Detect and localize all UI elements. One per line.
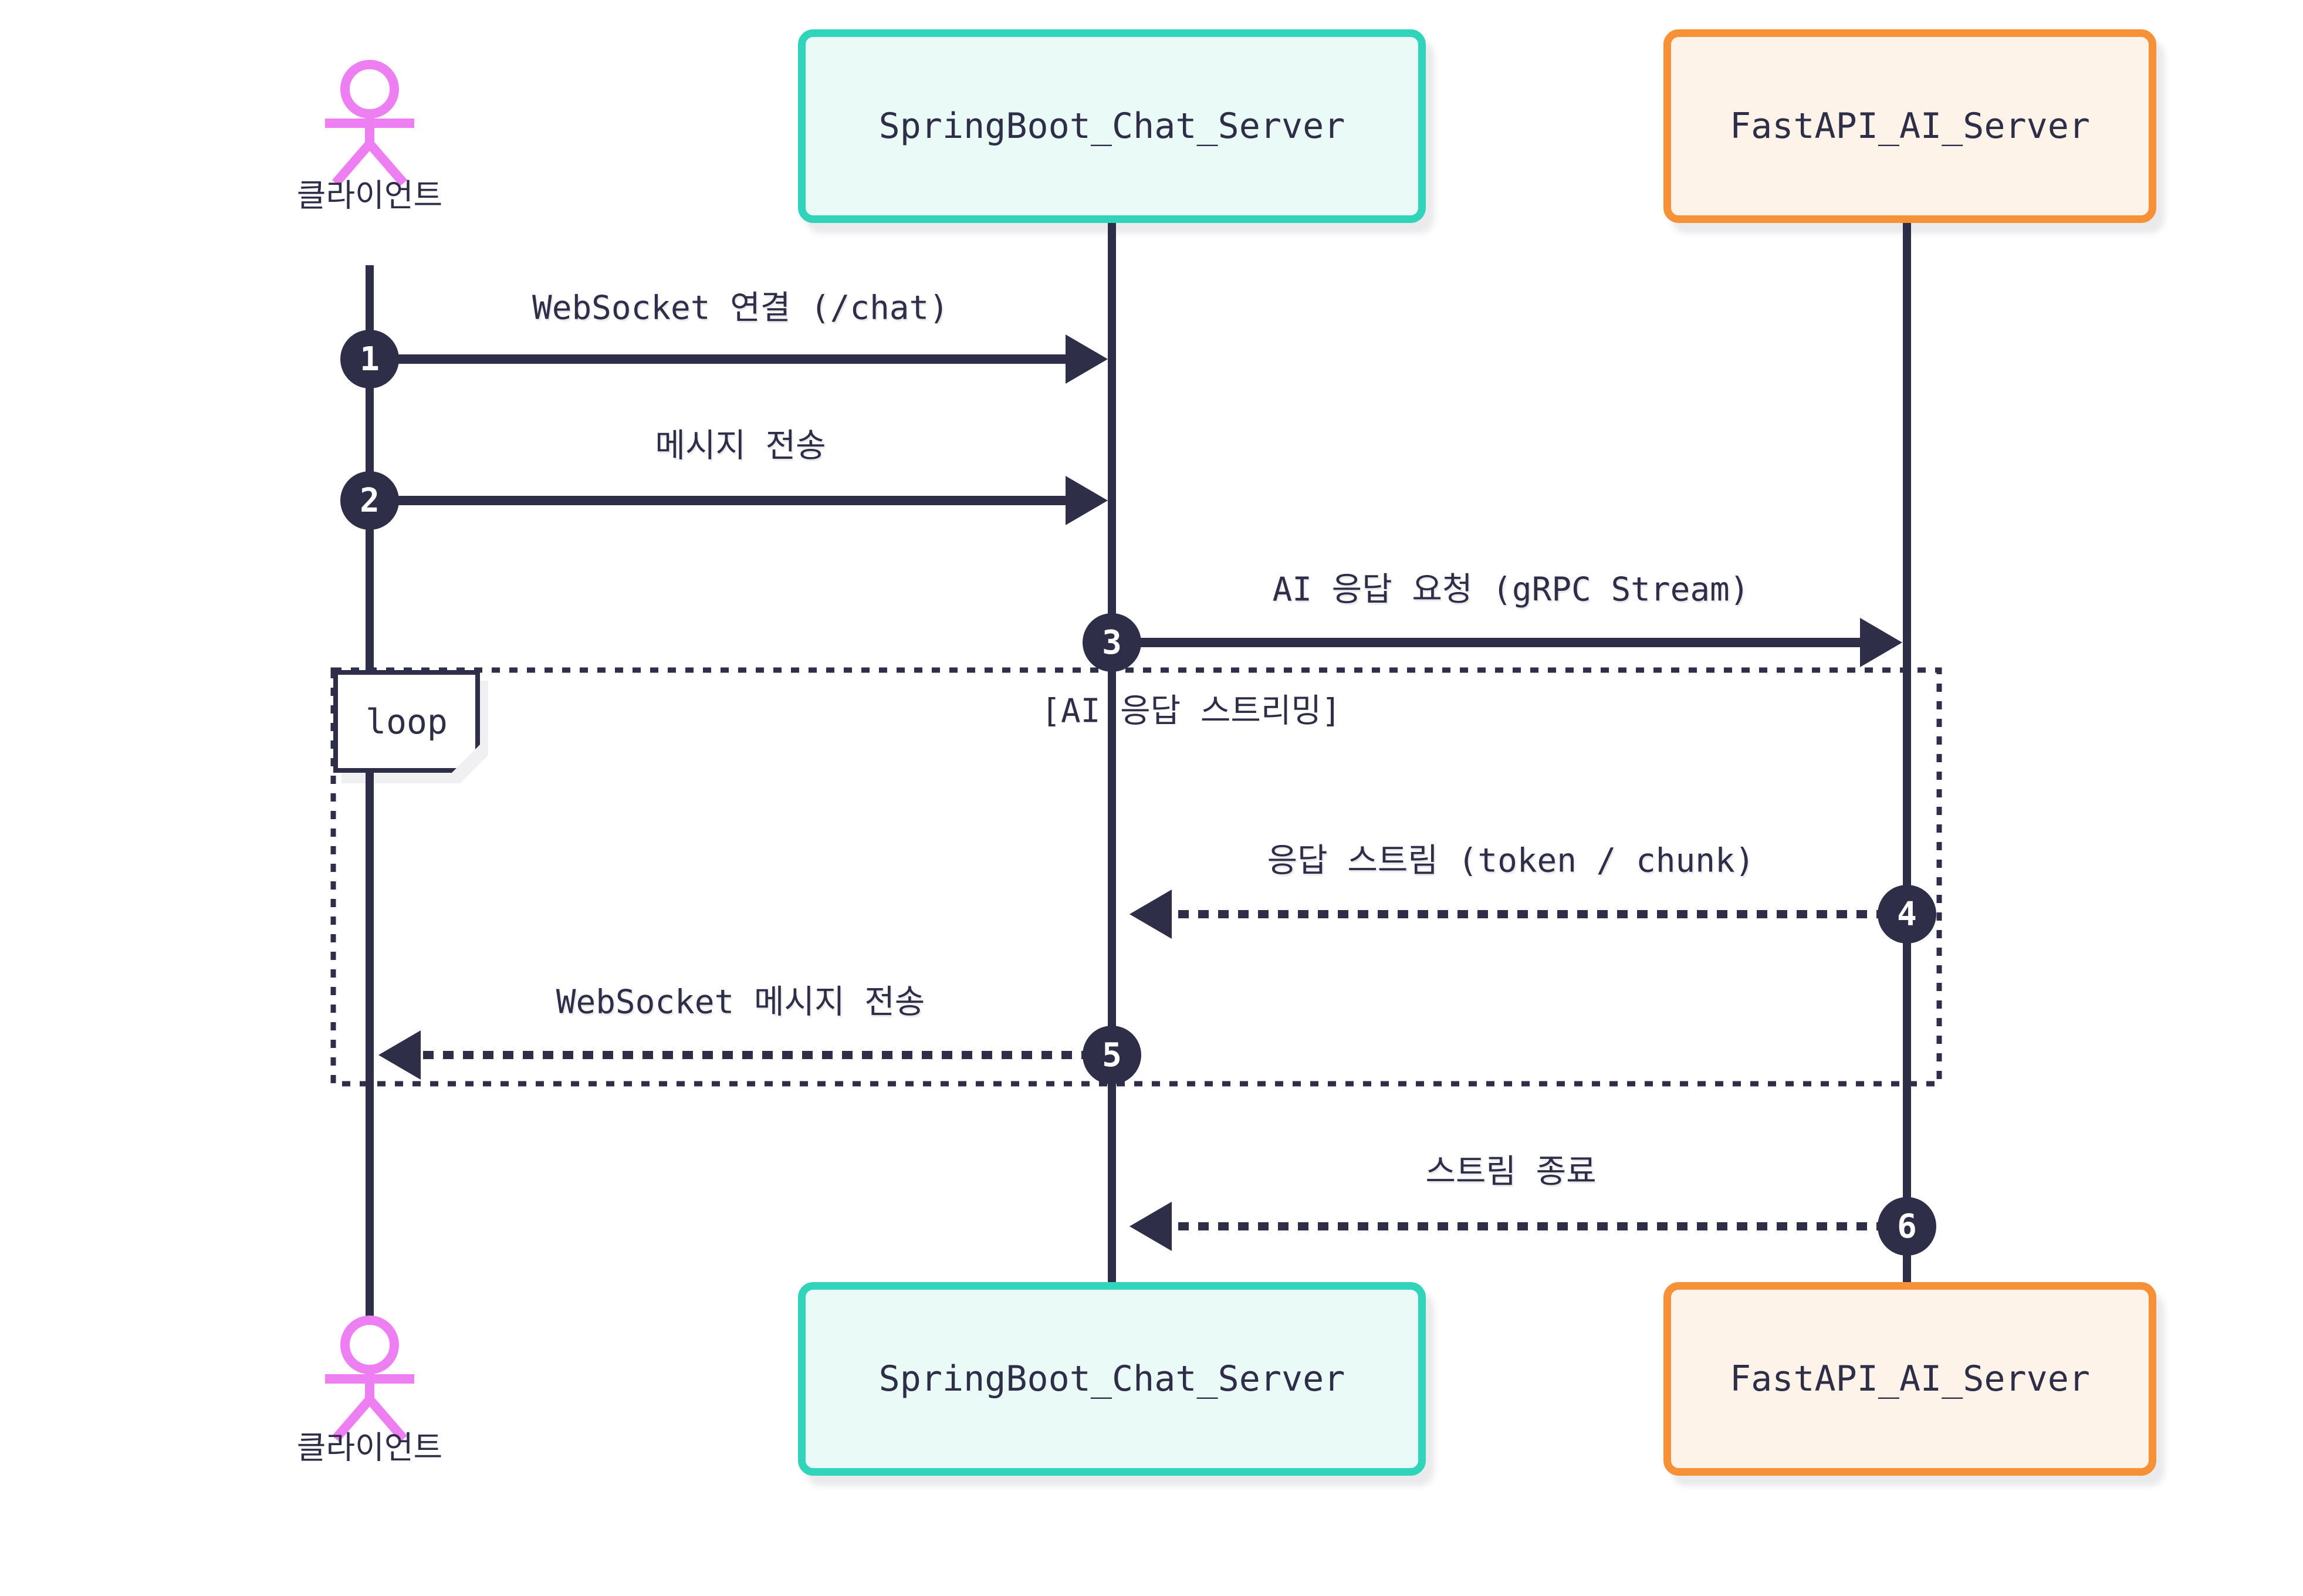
actor-leg-left <box>332 140 374 187</box>
actor-icon <box>325 60 414 187</box>
sequence-number-2: 2 <box>340 471 399 530</box>
loop-label-text: loop <box>366 701 448 742</box>
participant-springboot-top: SpringBoot_Chat_Server <box>798 29 1426 223</box>
actor-head <box>340 60 399 119</box>
actor-label-client-top: 클라이언트 <box>296 177 443 214</box>
sequence-number-6: 6 <box>1878 1197 1936 1256</box>
loop-condition: [AI 응답 스트리밍] <box>1041 692 1341 731</box>
participant-springboot-label: SpringBoot_Chat_Server <box>878 1358 1345 1399</box>
message-label-5: WebSocket 메시지 전송 <box>556 983 925 1022</box>
actor-leg-right <box>366 1396 408 1442</box>
message-label-1: WebSocket 연결 (/chat) <box>532 289 949 327</box>
participant-fastapi-bottom: FastAPI_AI_Server <box>1663 1282 2156 1476</box>
sequence-number-4: 4 <box>1878 885 1936 944</box>
participant-fastapi-top: FastAPI_AI_Server <box>1663 29 2156 223</box>
message-label-4: 응답 스트림 (token / chunk) <box>1267 841 1755 880</box>
arrow-6-head <box>1129 1202 1172 1251</box>
sequence-number-5: 5 <box>1083 1026 1141 1084</box>
participant-springboot-label: SpringBoot_Chat_Server <box>878 106 1345 147</box>
actor-leg-left <box>332 1396 374 1442</box>
arrow-5-head <box>378 1030 421 1080</box>
message-label-2: 메시지 전송 <box>655 427 826 465</box>
actor-leg-right <box>366 140 408 187</box>
actor-head <box>340 1316 399 1374</box>
arrow-1-head <box>1066 334 1108 384</box>
arrow-4-head <box>1129 890 1172 939</box>
actor-label-client-bottom: 클라이언트 <box>296 1429 443 1466</box>
arrow-2-head <box>1066 476 1108 525</box>
actor-icon <box>325 1316 414 1442</box>
participant-springboot-bottom: SpringBoot_Chat_Server <box>798 1282 1426 1476</box>
sequence-number-1: 1 <box>340 330 399 388</box>
loop-frame <box>330 667 1942 1087</box>
arrow-3-head <box>1860 618 1902 667</box>
message-label-3: AI 응답 요청 (gRPC Stream) <box>1272 570 1750 609</box>
participant-fastapi-label: FastAPI_AI_Server <box>1729 1358 2091 1399</box>
message-label-6: 스트림 종료 <box>1425 1152 1597 1191</box>
participant-fastapi-label: FastAPI_AI_Server <box>1729 106 2091 147</box>
sequence-number-3: 3 <box>1083 613 1141 672</box>
loop-label: loop <box>333 670 480 773</box>
